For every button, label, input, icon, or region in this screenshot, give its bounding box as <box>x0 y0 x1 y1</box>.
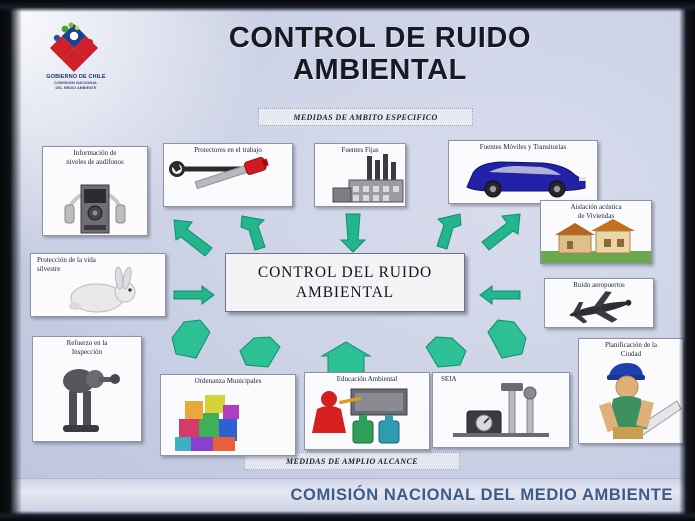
frame-edge-top <box>0 0 695 12</box>
item-label: Ordenanza Municipales <box>194 377 262 385</box>
item-fuentes-fijas[interactable]: Fuentes Fijas <box>314 143 406 207</box>
item-label: SEIA <box>441 375 457 383</box>
item-label: Fuentes Fijas <box>341 146 379 154</box>
colored-blocks-icon <box>161 375 295 455</box>
item-educacion-ambiental[interactable]: Educación Ambiental <box>304 372 430 450</box>
wrench-screwdriver-icon <box>164 144 292 206</box>
arrow-inward-topright-2 <box>478 212 522 254</box>
airplane-icon <box>545 279 653 327</box>
footer-banner: COMISIÓN NACIONAL DEL MEDIO AMBIENTE <box>0 478 695 511</box>
item-fuentes-moviles-transitorias[interactable]: Fuentes Móviles y Transitorias <box>448 140 598 204</box>
arrow-inward-right <box>478 285 522 305</box>
houses-icon <box>541 201 651 263</box>
center-line-1: CONTROL DEL RUIDO <box>257 263 433 281</box>
logo-text-block: GOBIERNO DE CHILE COMISION NACIONAL DEL … <box>30 74 122 91</box>
frame-edge-right <box>679 0 695 521</box>
subtitle-specific-scope: MEDIDAS DE AMBITO ESPECIFICO <box>258 108 473 126</box>
inspector-icon <box>33 337 141 441</box>
blue-car-icon <box>449 141 597 203</box>
title-line-1: CONTROL DE RUIDO <box>228 22 532 54</box>
headphones-stereo-icon <box>43 147 147 235</box>
teacher-board-icon <box>305 373 429 449</box>
footer-organization-name: COMISIÓN NACIONAL DEL MEDIO AMBIENTE <box>290 485 673 504</box>
construction-worker-icon <box>579 339 683 443</box>
arrow-inward-top-center <box>339 212 367 254</box>
item-ordenanza-municipales[interactable]: Ordenanza Municipales <box>160 374 296 456</box>
item-label: Protectores en el trabajo <box>194 146 262 154</box>
arrow-inward-bottomleft-2 <box>238 335 282 371</box>
logo-line-1: GOBIERNO DE CHILE <box>46 74 106 80</box>
logo-line-3: DEL MEDIO AMBIENTE <box>55 86 97 90</box>
center-line-2: AMBIENTAL <box>295 283 395 301</box>
item-ruido-aeropuertos[interactable]: Ruido aeropuertos <box>544 278 654 328</box>
rabbit-icon <box>31 254 165 316</box>
arrow-inward-bottomright-1 <box>424 335 468 371</box>
page-title: CONTROL DE RUIDO AMBIENTAL <box>150 22 610 86</box>
subtitle-broad-scope: MEDIDAS DE AMPLIO ALCANCE <box>244 452 460 470</box>
logo-diamond-icon <box>46 20 102 76</box>
title-line-2: AMBIENTAL <box>292 54 467 86</box>
frame-edge-bottom <box>0 511 695 521</box>
arrow-inward-bottomleft-1 <box>170 318 212 362</box>
item-label: Ruido aeropuertos <box>573 281 625 289</box>
item-label: Fuentes Móviles y Transitorias <box>479 143 567 151</box>
item-label: Educación Ambiental <box>336 375 398 383</box>
gobierno-de-chile-logo: GOBIERNO DE CHILE COMISION NACIONAL DEL … <box>30 18 122 90</box>
arrow-inward-bottomright-2 <box>486 318 528 362</box>
logo-line-2: COMISION NACIONAL <box>54 81 98 85</box>
item-seia[interactable]: SEIA <box>432 372 570 448</box>
arrow-inward-topleft-2 <box>238 214 270 254</box>
item-protectores-en-el-trabajo[interactable]: Protectores en el trabajo <box>163 143 293 207</box>
arrow-inward-left <box>172 285 216 305</box>
measuring-equipment-icon <box>433 373 569 447</box>
frame-edge-left <box>0 0 22 521</box>
center-concept-box: CONTROL DEL RUIDO AMBIENTAL <box>225 253 465 312</box>
factory-icon <box>315 144 405 206</box>
arrow-inward-topright-1 <box>432 212 464 254</box>
arrow-inward-topleft-1 <box>172 218 218 260</box>
